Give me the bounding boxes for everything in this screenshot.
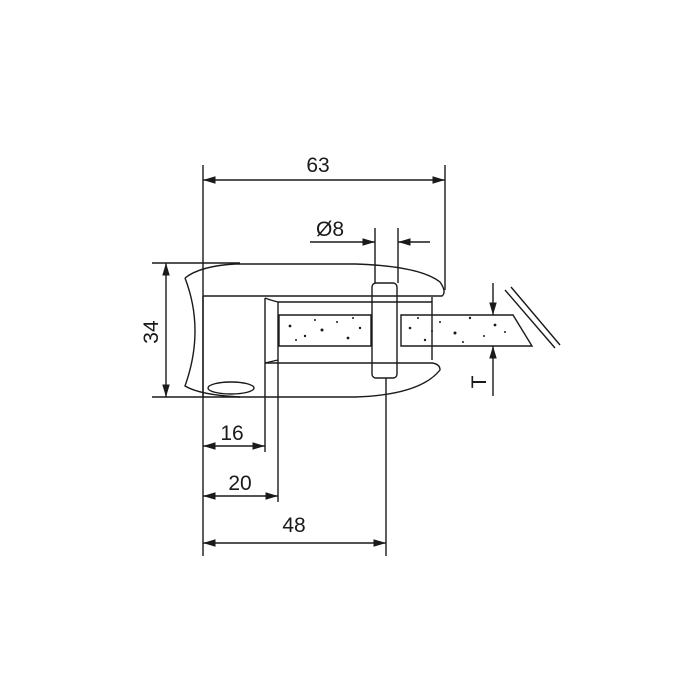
dimension-63: 63 <box>202 154 446 556</box>
bolt <box>371 228 399 556</box>
clamp-body <box>184 263 445 398</box>
glass-pane <box>278 286 561 349</box>
dim-label-63: 63 <box>306 154 329 177</box>
dim-label-20: 20 <box>228 472 251 495</box>
dimension-16: 16 <box>203 397 266 452</box>
dim-label-16: 16 <box>220 422 243 445</box>
dimension-bolt-diameter: Ø8 <box>310 218 430 246</box>
dimension-48: 48 <box>203 514 386 547</box>
dimension-20: 20 <box>203 360 279 502</box>
dim-label-48: 48 <box>282 514 305 537</box>
screw-hole <box>207 381 255 395</box>
dim-label-34: 34 <box>140 320 163 344</box>
dimension-thickness: T <box>468 283 497 396</box>
dimension-34: 34 <box>140 262 240 398</box>
dim-label-d8: Ø8 <box>316 218 344 241</box>
dim-label-t: T <box>468 375 491 388</box>
